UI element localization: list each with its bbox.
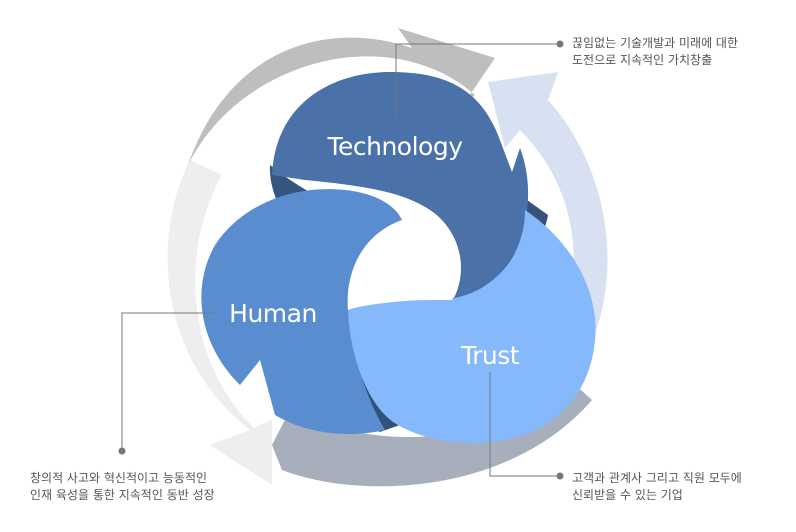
technology-caption-line1: 끊임없는 기술개발과 미래에 대한	[572, 36, 739, 50]
connector-dot-human	[118, 447, 126, 455]
trust-label: Trust	[460, 341, 520, 370]
technology-petal	[272, 72, 529, 302]
arrow-top-gray	[188, 28, 495, 165]
connector-dot-trust	[556, 472, 564, 480]
human-caption-line1: 창의적 사고와 혁신적이고 능동적인	[30, 471, 208, 485]
trust-caption: 고객과 관계사 그리고 직원 모두에 신뢰받을 수 있는 기업	[572, 470, 742, 504]
technology-label: Technology	[326, 132, 463, 161]
human-label: Human	[229, 299, 317, 328]
connector-trust	[489, 372, 560, 477]
connector-dot-technology	[556, 40, 564, 48]
trust-petal	[348, 210, 596, 443]
arrow-left-light	[167, 160, 272, 485]
technology-caption-line2: 도전으로 지속적인 가치창출	[572, 53, 713, 67]
trust-caption-line2: 신뢰받을 수 있는 기업	[572, 488, 683, 502]
human-caption-line2: 인재 육성을 통한 지속적인 동반 성장	[30, 488, 215, 502]
arrow-bottom-slate	[272, 380, 592, 487]
connector-human	[121, 312, 215, 450]
center-hole	[348, 213, 458, 305]
connector-technology	[395, 43, 560, 118]
technology-caption: 끊임없는 기술개발과 미래에 대한 도전으로 지속적인 가치창출	[572, 35, 738, 69]
human-petal	[201, 189, 402, 435]
human-caption: 창의적 사고와 혁신적이고 능동적인 인재 육성을 통한 지속적인 동반 성장	[30, 470, 215, 504]
trust-caption-line1: 고객과 관계사 그리고 직원 모두에	[572, 471, 742, 485]
